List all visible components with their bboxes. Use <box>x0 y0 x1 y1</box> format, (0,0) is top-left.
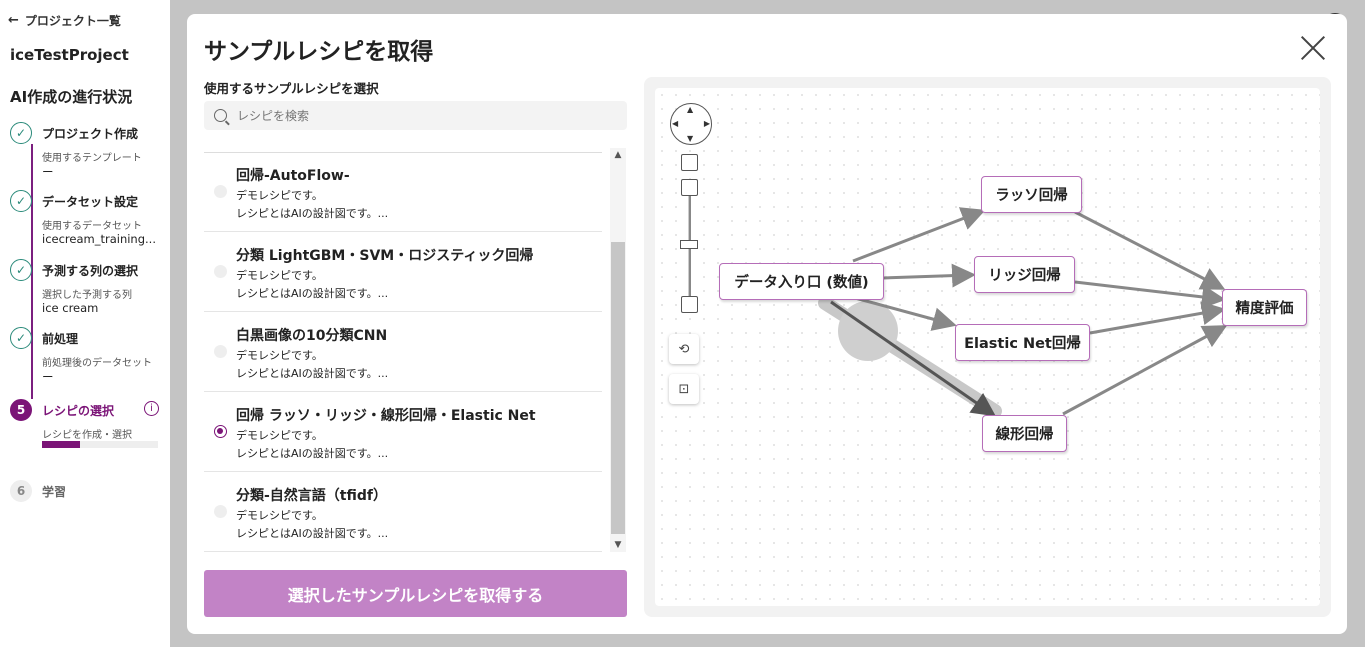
recipe-name: 分類 LightGBM・SVM・ロジスティック回帰 <box>236 248 534 264</box>
step-title: レシピの選択 <box>42 404 115 418</box>
edge-input-elastic <box>854 296 957 331</box>
edge-input-linear <box>830 300 996 417</box>
recipe-item[interactable]: 分類 LightGBM・SVM・ロジスティック回帰 デモレシピです。 レシピとは… <box>204 232 602 312</box>
diagram-edges <box>818 207 1228 418</box>
step-number: 5 <box>10 399 32 421</box>
scroll-thumb[interactable] <box>611 242 625 534</box>
recipe-name: 分類-自然言語（tfidf） <box>236 488 387 504</box>
project-name: iceTestProject <box>10 46 129 64</box>
step-title: 予測する列の選択 <box>42 264 139 278</box>
step-sub: 使用するデータセット <box>42 221 142 232</box>
recipe-item[interactable]: 白黒画像の10分類CNN デモレシピです。 レシピとはAIの設計図です。... <box>204 312 602 392</box>
fit-view-icon[interactable]: ⊡ <box>669 374 699 404</box>
recipe-list: 回帰-AutoFlow- デモレシピです。 レシピとはAIの設計図です。... … <box>204 152 602 552</box>
sidebar: ← プロジェクト一覧 iceTestProject AI作成の進行状況 ✓ プロ… <box>0 0 170 647</box>
pan-down-icon[interactable]: ▼ <box>687 134 694 143</box>
step-value: ー <box>42 370 54 384</box>
step-title: プロジェクト作成 <box>42 127 139 141</box>
zoom-in-button[interactable] <box>681 154 698 171</box>
modal-title: サンプルレシピを取得 <box>204 39 434 65</box>
zoom-step-button[interactable] <box>681 179 698 196</box>
node-linear[interactable]: 線形回帰 <box>982 415 1067 452</box>
zoom-slider-thumb[interactable] <box>680 240 698 249</box>
recipe-name: 回帰 ラッソ・リッジ・線形回帰・Elastic Net <box>236 408 536 424</box>
step-value: icecream_training... <box>42 232 156 246</box>
select-recipe-label: 使用するサンプルレシピを選択 <box>204 81 379 96</box>
recipe-item[interactable]: 回帰-AutoFlow- デモレシピです。 レシピとはAIの設計図です。... <box>204 152 602 232</box>
recipe-search-input[interactable] <box>237 108 607 123</box>
recipe-name: 回帰-AutoFlow- <box>236 168 350 184</box>
check-icon: ✓ <box>10 122 32 144</box>
node-lasso[interactable]: ラッソ回帰 <box>981 176 1082 213</box>
recipe-desc: レシピとはAIの設計図です。... <box>236 287 389 300</box>
recipe-desc: デモレシピです。 <box>236 509 323 522</box>
reset-view-icon[interactable]: ⟲ <box>669 334 699 364</box>
check-icon: ✓ <box>10 327 32 349</box>
node-input[interactable]: データ入り口 (数値) <box>719 263 884 300</box>
scroll-up-icon[interactable]: ▲ <box>614 150 622 160</box>
recipe-desc: デモレシピです。 <box>236 269 323 282</box>
edge-input-lasso <box>852 207 986 263</box>
recipe-name: 白黒画像の10分類CNN <box>236 328 388 344</box>
step-title: 前処理 <box>42 332 79 346</box>
pan-left-icon[interactable]: ◀ <box>672 119 679 128</box>
info-icon[interactable]: i <box>144 401 159 416</box>
recipe-diagram-panel: ▲ ▼ ◀ ▶ ⟲ ⊡ データ入り口 (数値) ラッソ回帰 リッジ回帰 Elas… <box>644 77 1331 617</box>
zoom-out-button[interactable] <box>681 296 698 313</box>
recipe-radio[interactable] <box>214 265 227 278</box>
step-sub: 選択した予測する列 <box>42 290 132 301</box>
back-link-label: プロジェクト一覧 <box>24 14 121 28</box>
step-title: 学習 <box>42 485 67 499</box>
step-value: ice cream <box>42 301 99 315</box>
recipe-radio-checked[interactable] <box>214 425 227 438</box>
search-icon <box>214 109 227 122</box>
recipe-desc: デモレシピです。 <box>236 429 323 442</box>
recipe-desc: デモレシピです。 <box>236 189 323 202</box>
recipe-item-selected[interactable]: 回帰 ラッソ・リッジ・線形回帰・Elastic Net デモレシピです。 レシピ… <box>204 392 602 472</box>
recipe-desc: レシピとはAIの設計図です。... <box>236 447 389 460</box>
progress-title: AI作成の進行状況 <box>10 88 133 106</box>
edge-ridge-eval <box>1074 280 1226 309</box>
pan-control[interactable]: ▲ ▼ ◀ ▶ <box>670 103 712 145</box>
list-divider <box>204 152 602 153</box>
recipe-radio[interactable] <box>214 505 227 518</box>
check-icon: ✓ <box>10 259 32 281</box>
step-sub: レシピを作成・選択 <box>42 430 132 441</box>
sample-recipe-modal: サンプルレシピを取得 使用するサンプルレシピを選択 回帰-AutoFlow- デ… <box>187 14 1347 634</box>
recipe-desc: レシピとはAIの設計図です。... <box>236 367 389 380</box>
pan-up-icon[interactable]: ▲ <box>687 105 694 114</box>
step-progress-bar <box>42 441 158 448</box>
step-value: ー <box>42 165 54 179</box>
recipe-diagram-canvas[interactable]: ▲ ▼ ◀ ▶ ⟲ ⊡ データ入り口 (数値) ラッソ回帰 リッジ回帰 Elas… <box>655 88 1320 606</box>
pan-right-icon[interactable]: ▶ <box>703 119 710 128</box>
node-ridge[interactable]: リッジ回帰 <box>974 256 1075 293</box>
drag-cursor-shadow <box>838 301 898 361</box>
step-progress-fill <box>42 441 81 448</box>
edge-input-ridge <box>882 263 976 288</box>
step-sub: 使用するテンプレート <box>42 153 142 164</box>
arrow-left-icon: ← <box>8 13 19 28</box>
recipe-desc: レシピとはAIの設計図です。... <box>236 527 389 540</box>
recipe-list-scrollbar[interactable]: ▲ ▼ <box>610 148 626 552</box>
back-to-projects-link[interactable]: ← プロジェクト一覧 <box>8 12 121 29</box>
step-number: 6 <box>10 480 32 502</box>
recipe-desc: レシピとはAIの設計図です。... <box>236 207 389 220</box>
node-evaluation[interactable]: 精度評価 <box>1222 289 1307 326</box>
get-sample-recipe-button[interactable]: 選択したサンプルレシピを取得する <box>204 570 627 617</box>
step-sub: 前処理後のデータセット <box>42 358 152 369</box>
close-icon[interactable] <box>1299 34 1327 62</box>
scroll-down-icon[interactable]: ▼ <box>614 540 622 550</box>
recipe-search[interactable] <box>204 101 627 130</box>
edge-elastic-eval <box>1089 301 1226 335</box>
recipe-radio[interactable] <box>214 345 227 358</box>
node-elastic-net[interactable]: Elastic Net回帰 <box>955 324 1090 361</box>
recipe-item[interactable]: 分類-自然言語（tfidf） デモレシピです。 レシピとはAIの設計図です。..… <box>204 472 602 552</box>
recipe-desc: デモレシピです。 <box>236 349 323 362</box>
progress-line <box>31 144 33 399</box>
check-icon: ✓ <box>10 190 32 212</box>
step-title: データセット設定 <box>42 195 139 209</box>
edge-lasso-eval <box>1074 210 1226 290</box>
recipe-radio[interactable] <box>214 185 227 198</box>
edge-linear-eval <box>1062 325 1228 416</box>
